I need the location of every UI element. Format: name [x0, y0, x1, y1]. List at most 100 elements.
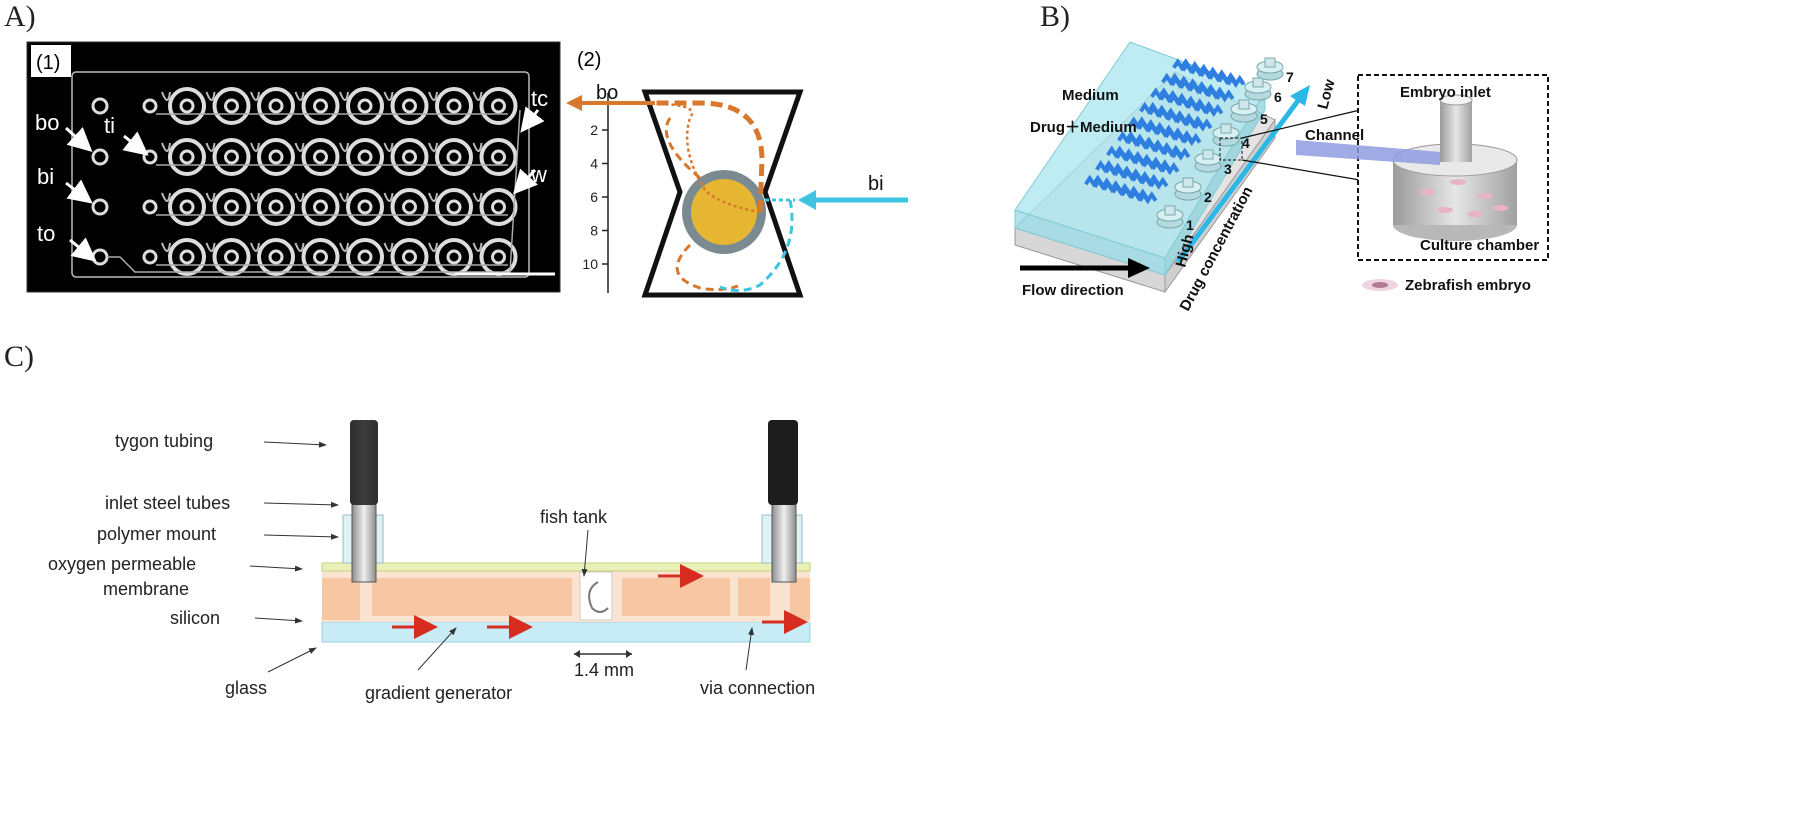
chip-well	[205, 238, 251, 276]
chip-well	[250, 188, 295, 226]
chip-well	[339, 188, 384, 226]
label-embryo-inlet: Embryo inlet	[1400, 84, 1491, 101]
gradient-channel	[1204, 103, 1224, 118]
chip-well	[472, 138, 518, 176]
chip-well	[428, 87, 473, 125]
gradient-channel	[1149, 176, 1169, 190]
gradient-channel	[1138, 191, 1158, 205]
culture-chamber: 6	[1244, 77, 1282, 105]
gradient-channel	[1226, 74, 1246, 88]
chip-port	[142, 149, 158, 165]
axis-tick-label: 2	[590, 122, 598, 138]
chip-well	[250, 87, 295, 125]
label-bo: bo	[35, 110, 59, 135]
label-tygon-tubing: tygon tubing	[115, 431, 213, 451]
panel-a-letter: A)	[4, 0, 36, 33]
chip-well	[250, 238, 295, 276]
gradient-channel	[1171, 147, 1191, 161]
chip-well	[383, 188, 429, 226]
chip-well	[383, 87, 429, 125]
panel-b-letter: B)	[1040, 0, 1070, 33]
gradient-channel	[1182, 132, 1202, 147]
label-oxygen-line2: membrane	[103, 579, 189, 599]
panel-a-schematic: 2 4 6 8 10	[566, 89, 908, 298]
label-glass: glass	[225, 678, 267, 698]
culture-chamber: 7	[1256, 57, 1294, 85]
label-ti: ti	[104, 113, 115, 138]
chip-well	[339, 87, 384, 125]
axis-tick-label: 4	[590, 156, 598, 172]
label-drug-medium: Drug＋Medium	[1030, 119, 1137, 136]
label-culture-chamber: Culture chamber	[1420, 237, 1539, 254]
label-flow-direction: Flow direction	[1022, 282, 1124, 299]
chip-well	[472, 87, 518, 125]
chamber-number: 7	[1286, 69, 1294, 85]
gradient-channel	[1193, 118, 1213, 132]
sub-label-1: (1)	[36, 52, 60, 74]
schematic-bo: bo	[596, 82, 618, 104]
chip-well	[339, 138, 384, 176]
chip-outlet-channel	[107, 109, 521, 273]
chip-well	[428, 238, 473, 276]
chamber-number: 2	[1204, 189, 1212, 205]
gradient-channel	[1160, 162, 1180, 176]
label-fish-tank: fish tank	[540, 507, 608, 527]
label-tc: tc	[531, 86, 548, 111]
label-via-connection: via connection	[700, 678, 815, 698]
label-medium: Medium	[1062, 87, 1119, 104]
chip-port	[142, 98, 158, 114]
chip-well	[472, 188, 518, 226]
label-gradient-generator: gradient generator	[365, 683, 512, 703]
panel-c-letter: C)	[4, 340, 34, 373]
label-polymer-mount: polymer mount	[97, 524, 216, 544]
chip-port	[142, 199, 158, 215]
chip-port	[142, 249, 158, 265]
chip-inlet	[91, 198, 109, 216]
chip-well	[294, 238, 340, 276]
chip-well	[339, 238, 384, 276]
chamber-number: 6	[1274, 89, 1282, 105]
culture-chamber: 5	[1230, 99, 1268, 127]
chip-well	[428, 138, 473, 176]
label-to: to	[37, 221, 55, 246]
chip-well	[294, 188, 340, 226]
label-oxygen-line1: oxygen permeable	[48, 554, 196, 574]
chip-well	[383, 238, 429, 276]
label-low: Low	[1314, 77, 1338, 111]
label-zebrafish-embryo: Zebrafish embryo	[1405, 277, 1531, 294]
chip-well	[250, 138, 295, 176]
chip-well	[161, 188, 206, 226]
label-w: w	[530, 162, 547, 187]
chip-well	[294, 138, 340, 176]
label-inlet-steel-tubes: inlet steel tubes	[105, 493, 230, 513]
chip-well	[428, 188, 473, 226]
culture-chamber: 2	[1174, 177, 1212, 205]
chamber-number: 5	[1260, 111, 1268, 127]
chip-well	[294, 87, 340, 125]
label-channel: Channel	[1305, 127, 1364, 144]
culture-chamber: 1	[1156, 205, 1194, 233]
chip-well	[205, 87, 251, 125]
chip-well	[205, 188, 251, 226]
chip-inlet	[91, 148, 109, 166]
axis-tick-label: 8	[590, 223, 598, 239]
chip-arrows	[64, 106, 545, 262]
label-scale: 1.4 mm	[574, 660, 634, 680]
chip-inlet	[91, 97, 109, 115]
schematic-bi: bi	[868, 173, 884, 195]
panel-c-device	[249, 420, 811, 673]
axis-tick-label: 10	[582, 256, 598, 272]
chamber-number: 4	[1242, 135, 1250, 151]
axis-tick-label: 6	[590, 189, 598, 205]
chip-well	[205, 138, 251, 176]
label-bi: bi	[37, 164, 54, 189]
culture-chamber: 3	[1194, 149, 1232, 177]
label-silicon: silicon	[170, 608, 220, 628]
gradient-channel	[1215, 89, 1235, 103]
sub-label-2: (2)	[577, 49, 601, 71]
chamber-number: 1	[1186, 217, 1194, 233]
chip-well	[161, 138, 206, 176]
chip-well	[383, 138, 429, 176]
